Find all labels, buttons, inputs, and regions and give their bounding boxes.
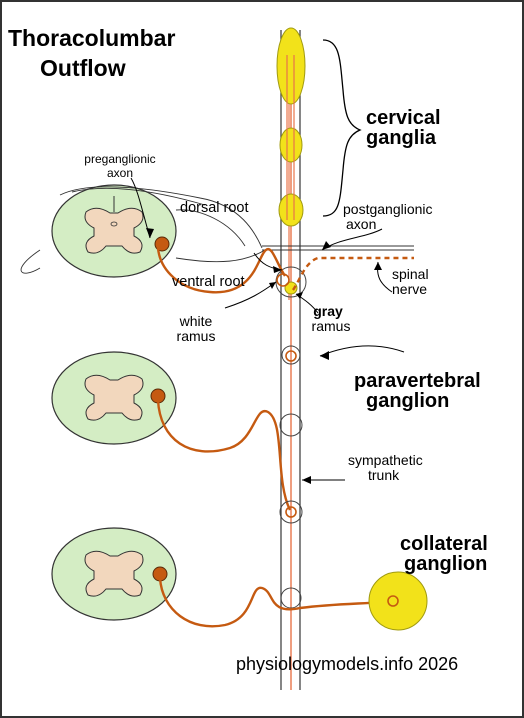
paravertebral-label-line-2: ganglion bbox=[366, 390, 449, 412]
spinal-nerve-label-line-1: spinal bbox=[392, 266, 429, 282]
spinal-cord-1 bbox=[51, 184, 177, 278]
sympathetic-trunk-label-line-2: trunk bbox=[368, 467, 400, 483]
cervical-label-line-2: ganglia bbox=[366, 127, 437, 149]
collateral-label-line-2: ganglion bbox=[404, 553, 487, 575]
postganglionic-axon bbox=[292, 256, 414, 291]
preganglionic-label-line-1: preganglionic bbox=[84, 152, 155, 166]
collateral-label-line-1: collateral bbox=[400, 533, 488, 555]
postganglionic-label-line-1: postganglionic bbox=[343, 201, 433, 217]
cervical-ganglia bbox=[276, 27, 306, 227]
cervical-ganglion-superior bbox=[276, 27, 306, 105]
spinal-cord-3 bbox=[51, 527, 177, 621]
arrowheads bbox=[146, 228, 382, 484]
ventral-root-label: ventral root bbox=[172, 274, 245, 290]
preganglionic-axon-1 bbox=[156, 247, 287, 294]
segment-1-ganglion bbox=[284, 281, 298, 295]
paravertebral-ganglia bbox=[279, 345, 303, 609]
preganglionic-label-line-2: axon bbox=[107, 166, 133, 180]
postganglionic-label-line-2: axon bbox=[346, 216, 376, 232]
cervical-ganglion-inferior bbox=[278, 193, 304, 227]
spinal-cord-2 bbox=[51, 351, 177, 445]
title-line-2: Outflow bbox=[40, 55, 126, 81]
cervical-brace bbox=[322, 39, 362, 217]
collateral-synapse bbox=[387, 595, 399, 607]
title-line-1: Thoracolumbar bbox=[8, 25, 175, 51]
paravertebral-label-line-1: paravertebral bbox=[354, 370, 481, 392]
preganglionic-neuron-1 bbox=[154, 236, 170, 252]
cervical-label-line-1: cervical bbox=[366, 107, 441, 129]
credit-text: physiologymodels.info 2026 bbox=[236, 654, 458, 674]
gray-ramus-label-line-2: ramus bbox=[312, 318, 351, 334]
spinal-nerve-label-line-2: nerve bbox=[392, 281, 427, 297]
cervical-ganglion-middle bbox=[279, 127, 303, 163]
preganglionic-axon-2 bbox=[156, 399, 292, 511]
white-ramus-label-line-2: ramus bbox=[177, 328, 216, 344]
gray-ramus-label-line-1: gray bbox=[313, 303, 343, 319]
dorsal-root-label: dorsal root bbox=[180, 200, 249, 216]
sympathetic-trunk-label-line-1: sympathetic bbox=[348, 452, 423, 468]
preganglionic-axon-3 bbox=[158, 577, 393, 628]
white-ramus-label-line-1: white bbox=[179, 313, 213, 329]
